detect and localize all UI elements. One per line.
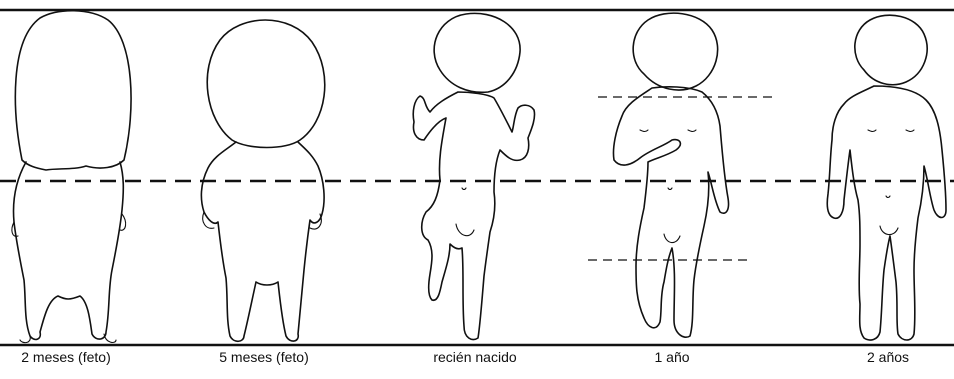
two-year-right-nipple (906, 130, 914, 132)
newborn-body (413, 92, 534, 340)
figure-2-anos (827, 15, 946, 340)
newborn-head (434, 13, 520, 92)
two-year-body (827, 86, 946, 340)
figure-1-ano (613, 13, 728, 337)
two-year-navel (886, 196, 890, 198)
label-1-ano: 1 año (654, 349, 689, 365)
one-year-head (633, 13, 717, 90)
one-year-genitals (664, 234, 680, 243)
label-recien-nacido: recién nacido (433, 349, 516, 365)
fetus-2m-head (15, 11, 131, 170)
fetus-5m-body (201, 142, 324, 341)
newborn-genitals (456, 224, 474, 236)
two-year-genitals (880, 226, 898, 235)
one-year-navel (668, 188, 672, 190)
two-year-left-nipple (868, 130, 876, 132)
label-2-meses-feto: 2 meses (feto) (21, 349, 110, 365)
label-2-anos: 2 años (867, 349, 909, 365)
one-year-right-nipple (688, 130, 696, 132)
figure-2-meses-feto (12, 11, 131, 343)
fetus-5m-head (207, 20, 325, 148)
fetus-2m-left-foot (20, 336, 30, 343)
two-year-head (855, 15, 927, 85)
fetus-2m-body (14, 162, 124, 339)
one-year-body (613, 87, 728, 337)
figure-recien-nacido (413, 13, 534, 339)
newborn-navel (462, 188, 466, 190)
one-year-left-nipple (640, 130, 648, 132)
label-5-meses-feto: 5 meses (feto) (219, 349, 308, 365)
